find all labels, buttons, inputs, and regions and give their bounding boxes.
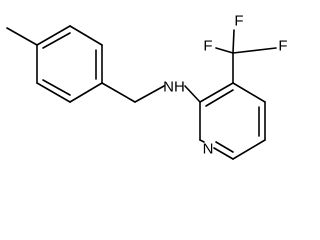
ring-double-bond bbox=[215, 141, 234, 153]
cf-bond bbox=[215, 47, 234, 54]
ring-bond bbox=[69, 25, 103, 46]
ring-bond bbox=[232, 139, 266, 160]
ring-bond bbox=[36, 82, 71, 103]
ring-double-bond bbox=[205, 89, 234, 107]
nh-pyridine-bond bbox=[184, 85, 201, 103]
benzyl-bond bbox=[101, 82, 136, 103]
structure-diagram: NH N F F F bbox=[6, 13, 288, 160]
fluorine-label: F bbox=[203, 38, 212, 55]
pyridine-nitrogen-label: N bbox=[203, 141, 214, 158]
pyridine-ring bbox=[199, 82, 266, 160]
ring-bond bbox=[199, 82, 234, 103]
methyl-bond bbox=[6, 27, 38, 46]
amine-label: NH bbox=[163, 79, 185, 96]
fluorine-label: F bbox=[278, 38, 287, 55]
ring-bond bbox=[232, 82, 266, 103]
ring-bond bbox=[213, 147, 234, 160]
cf-bond bbox=[232, 47, 277, 54]
ch2-nh-bond bbox=[134, 85, 165, 103]
benzene-ring bbox=[36, 25, 103, 103]
fluorine-label: F bbox=[234, 13, 243, 30]
ring-bond bbox=[36, 25, 71, 46]
ring-double-bond bbox=[42, 79, 71, 96]
ring-double-bond bbox=[42, 32, 71, 49]
ring-bond bbox=[69, 82, 103, 103]
cf-bond bbox=[232, 29, 235, 54]
